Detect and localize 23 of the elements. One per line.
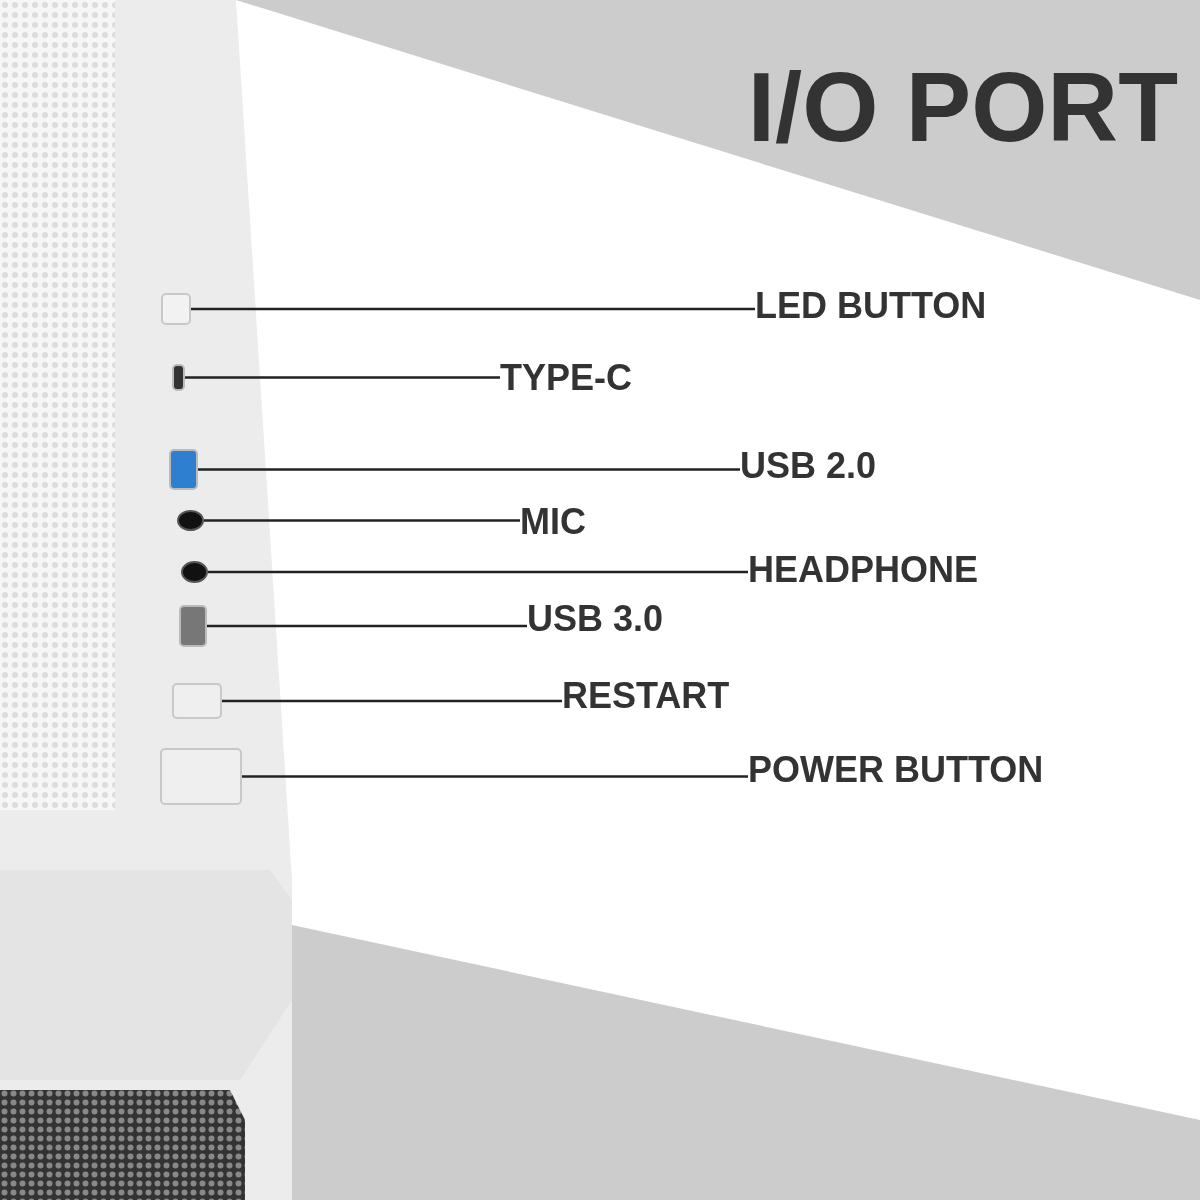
power-button (160, 748, 242, 805)
usb-port (169, 449, 198, 490)
leader-line (191, 307, 755, 311)
restart-button (172, 683, 222, 719)
part-label: USB 2.0 (740, 444, 877, 488)
part-label: MIC (520, 500, 586, 544)
led-button (161, 293, 191, 325)
leader-line (185, 376, 500, 379)
part-label: RESTART (562, 674, 730, 718)
part-label: TYPE-C (500, 356, 632, 400)
leader-line (198, 468, 740, 471)
part-label: POWER BUTTON (748, 748, 1044, 792)
usb-port (179, 605, 207, 647)
usb-c-port (172, 364, 185, 391)
leader-line (208, 570, 748, 574)
leader-line (207, 624, 527, 628)
part-label: HEADPHONE (748, 548, 979, 592)
leader-line (242, 775, 748, 778)
leader-line (204, 519, 520, 522)
part-label: USB 3.0 (527, 597, 664, 641)
title: I/O PORT (747, 52, 1178, 162)
part-label: LED BUTTON (755, 284, 987, 328)
leader-line (222, 699, 562, 703)
